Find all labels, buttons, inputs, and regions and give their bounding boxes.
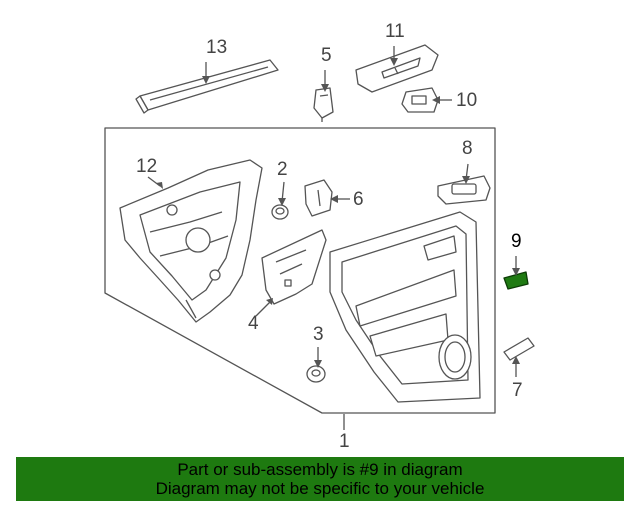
callout-13: 13 — [206, 37, 228, 58]
callout-4: 4 — [248, 313, 259, 334]
callout-8: 8 — [462, 138, 473, 159]
part-1-door-trim-panel[interactable] — [329, 211, 481, 403]
part-11-switch-bezel[interactable] — [355, 44, 439, 93]
part-12-inner-panel[interactable] — [119, 159, 263, 323]
callout-12: 12 — [136, 156, 158, 177]
part-5-clip[interactable] — [313, 87, 334, 122]
callout-7: 7 — [512, 380, 523, 401]
part-8-handle-bezel[interactable] — [437, 175, 491, 205]
part-7-reflector[interactable] — [503, 337, 535, 361]
part-4-bracket[interactable] — [261, 229, 327, 305]
callout-3: 3 — [313, 324, 324, 345]
callout-5: 5 — [321, 45, 332, 66]
callout-10: 10 — [456, 90, 478, 111]
part-13-molding[interactable] — [135, 59, 279, 114]
callout-11: 11 — [385, 21, 405, 42]
part-3-clip[interactable] — [306, 365, 326, 383]
callout-6: 6 — [353, 189, 364, 210]
banner-line-1: Part or sub-assembly is #9 in diagram — [177, 460, 463, 479]
part-9-cover[interactable] — [503, 271, 529, 290]
callout-9: 9 — [511, 231, 522, 252]
part-6-bracket[interactable] — [304, 179, 333, 217]
banner-line-2: Diagram may not be specific to your vehi… — [155, 479, 485, 498]
callout-1: 1 — [339, 431, 350, 452]
callout-2: 2 — [277, 159, 288, 180]
part-2-grommet[interactable] — [271, 204, 289, 220]
part-10-switch[interactable] — [401, 87, 439, 113]
info-banner: Part or sub-assembly is #9 in diagram Di… — [16, 457, 624, 501]
